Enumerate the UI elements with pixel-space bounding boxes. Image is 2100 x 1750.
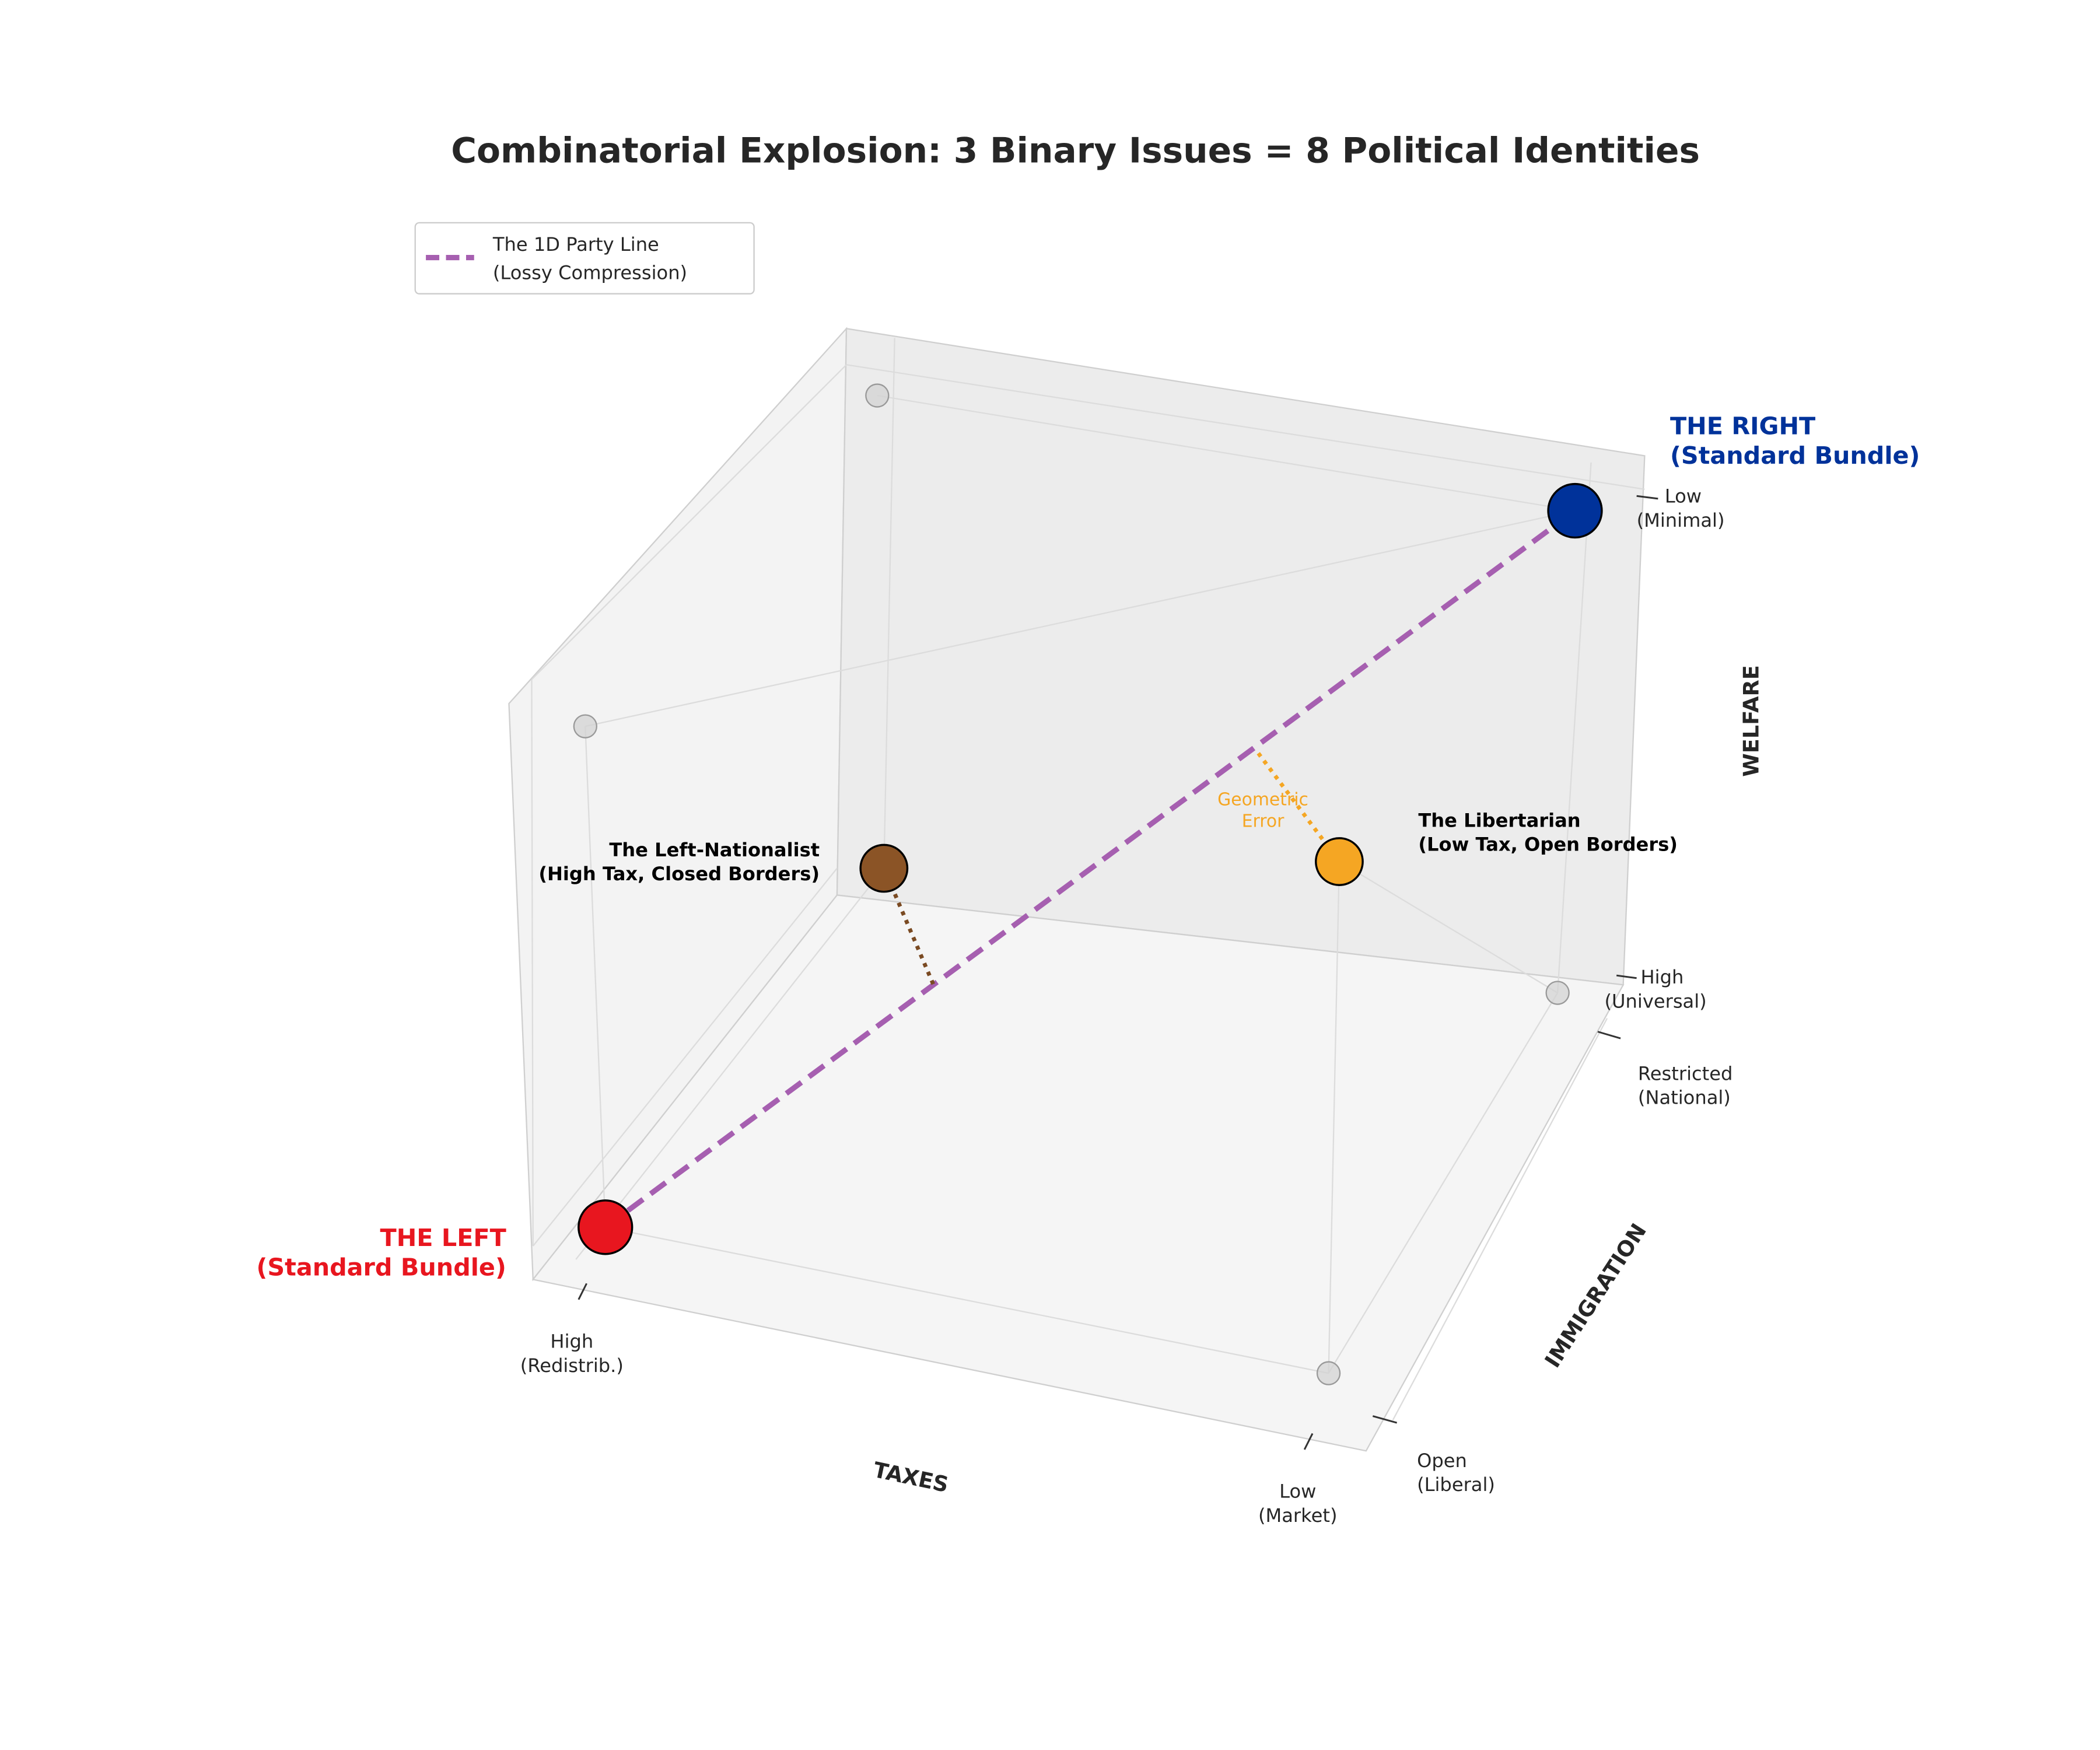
geometric-error-label-2: Error xyxy=(1242,811,1284,831)
libertarian-point xyxy=(1315,837,1364,886)
empty-combination-point xyxy=(865,383,890,408)
taxes-tick-low-sub: (Market) xyxy=(1258,1504,1338,1527)
immigration-tick-open: Open xyxy=(1417,1450,1467,1472)
welfare-tick-low-sub: (Minimal) xyxy=(1637,509,1725,531)
floor-pane xyxy=(531,894,1625,1452)
right-label: THE RIGHT xyxy=(1670,412,1815,440)
taxes-tick-high: High xyxy=(550,1330,593,1352)
libertarian-label: The Libertarian xyxy=(1418,809,1580,831)
points-layer xyxy=(573,383,1603,1385)
left-label-sub: (Standard Bundle) xyxy=(256,1253,506,1281)
legend: The 1D Party Line (Lossy Compression) xyxy=(414,222,755,295)
immigration-tick-open-sub: (Liberal) xyxy=(1417,1474,1495,1496)
empty-combination-point xyxy=(1545,981,1570,1005)
the-right-point xyxy=(1547,482,1603,539)
party-line xyxy=(604,508,1577,1230)
legend-label-1: The 1D Party Line xyxy=(492,233,659,256)
welfare-tick-low: Low xyxy=(1665,485,1702,508)
the-left-point xyxy=(578,1199,634,1255)
immigration-tick-restricted-sub: (National) xyxy=(1638,1087,1731,1109)
immigration-tick-restricted: Restricted xyxy=(1638,1062,1733,1084)
left-label: THE LEFT xyxy=(380,1224,506,1252)
left-nationalist-label-sub: (High Tax, Closed Borders) xyxy=(538,863,820,885)
taxes-tick-high-sub: (Redistrib.) xyxy=(520,1354,624,1377)
right-label-sub: (Standard Bundle) xyxy=(1670,442,1920,470)
welfare-axis-label: WELFARE xyxy=(1739,665,1764,777)
welfare-tick-high-sub: (Universal) xyxy=(1605,990,1707,1012)
empty-combination-point xyxy=(573,714,597,738)
empty-combination-point xyxy=(1316,1361,1341,1385)
welfare-tick-high: High xyxy=(1641,966,1684,988)
immigration-axis-label: IMMIGRATION xyxy=(1540,1219,1651,1372)
legend-label-2: (Lossy Compression) xyxy=(493,261,687,284)
grid-lines xyxy=(531,338,1645,1420)
geometric-error-label: Geometric xyxy=(1217,790,1308,810)
libertarian-label-sub: (Low Tax, Open Borders) xyxy=(1418,834,1678,856)
taxes-tick-low: Low xyxy=(1279,1480,1316,1503)
taxes-axis-label: TAXES xyxy=(871,1457,951,1497)
chart-title: Combinatorial Explosion: 3 Binary Issues… xyxy=(451,131,1700,172)
geometric-error-line xyxy=(1254,749,1341,863)
left-nationalist-point xyxy=(859,844,909,893)
left-nationalist-label: The Left-Nationalist xyxy=(609,839,820,861)
back-wall-pane xyxy=(836,327,1646,986)
